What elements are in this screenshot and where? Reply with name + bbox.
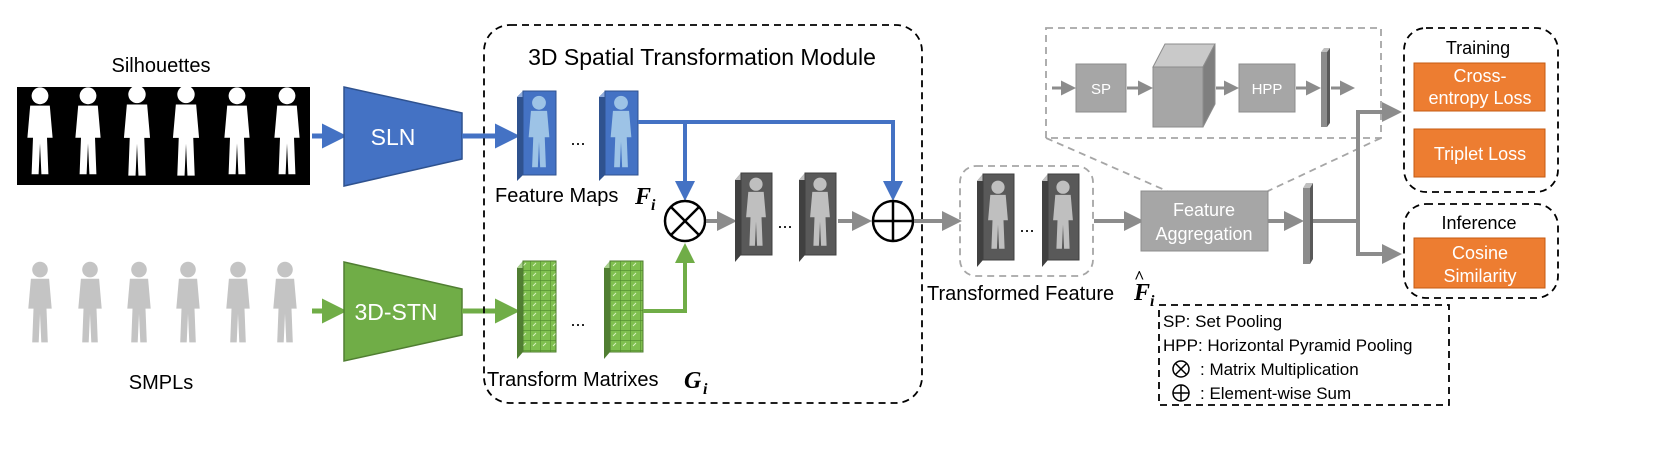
transformed-subscript: i — [1150, 293, 1155, 310]
matmul-operator — [663, 199, 707, 243]
feature-maps-subscript: i — [651, 197, 656, 214]
arrow-features-to-sum — [638, 120, 903, 201]
sp-box — [1075, 63, 1127, 113]
transformed-map-2 — [1042, 173, 1080, 267]
cosine-line1: Cosine — [1452, 243, 1508, 263]
zoom-line-left — [1045, 137, 1168, 192]
crossentropy-line1: Cross- — [1454, 66, 1507, 86]
transformed-ellipsis: ... — [1019, 216, 1034, 236]
transformed-hat: ^ — [1134, 267, 1144, 287]
transform-ellipsis: ... — [570, 310, 585, 330]
aggregation-label-line2: Aggregation — [1155, 224, 1252, 244]
transform-matrix-1 — [517, 260, 557, 359]
feature-maps-ellipsis: ... — [570, 129, 585, 149]
transform-symbol: G — [684, 368, 702, 394]
zoom-line-right — [1267, 137, 1382, 192]
feature-maps-symbol: F — [634, 184, 651, 210]
sp-label: SP — [1091, 81, 1111, 98]
crossentropy-loss-box — [1413, 62, 1546, 112]
feature-maps-label: Feature Maps — [495, 185, 618, 207]
aggregation-box — [1140, 190, 1269, 252]
arrow-branch-to-training — [1356, 102, 1402, 221]
legend-sum-icon — [1172, 384, 1190, 402]
aggregation-detail-border — [1045, 27, 1382, 139]
aggregation-label-line1: Feature — [1173, 200, 1235, 220]
sln-trapezoid — [343, 86, 463, 187]
triplet-loss-box — [1413, 128, 1546, 178]
stn-label: 3D-STN — [354, 299, 437, 325]
transformed-label: Transformed Feature — [927, 283, 1114, 305]
inference-title: Inference — [1441, 213, 1516, 233]
silhouettes-strip — [17, 87, 310, 185]
gray-map-1 — [735, 172, 773, 262]
transform-subscript: i — [703, 381, 708, 398]
smpl-figures — [28, 261, 297, 343]
transformed-group-border — [959, 165, 1094, 277]
training-title: Training — [1446, 38, 1510, 58]
cosine-line2: Similarity — [1443, 266, 1516, 286]
gray-maps-ellipsis: ... — [777, 212, 792, 232]
legend-border — [1158, 304, 1450, 406]
hpp-label: HPP — [1252, 81, 1283, 98]
legend-hpp: HPP: Horizontal Pyramid Pooling — [1163, 336, 1412, 355]
transformed-symbol: F — [1133, 280, 1150, 306]
sum-operator — [871, 199, 915, 243]
transformed-map-1 — [977, 173, 1015, 267]
module-title: 3D Spatial Transformation Module — [528, 44, 876, 70]
smpls-label: SMPLs — [129, 372, 193, 394]
crossentropy-line2: entropy Loss — [1428, 88, 1531, 108]
stn-trapezoid — [343, 261, 463, 362]
module-border — [483, 24, 923, 404]
sln-label: SLN — [371, 124, 416, 150]
legend-matmul: : Matrix Multiplication — [1200, 360, 1359, 379]
triplet-loss-label: Triplet Loss — [1434, 144, 1526, 164]
legend-sp: SP: Set Pooling — [1163, 312, 1282, 331]
gray-map-2 — [799, 172, 837, 262]
feature-map-1 — [517, 90, 557, 181]
feature-map-2 — [599, 90, 639, 181]
output-vector — [1303, 183, 1313, 264]
arrow-matrices-to-matmul — [643, 243, 695, 313]
cosine-similarity-box — [1413, 237, 1546, 289]
hpp-box — [1238, 63, 1296, 113]
arrow-branch-to-inference — [1356, 221, 1402, 264]
silhouettes-label: Silhouettes — [112, 55, 211, 77]
inference-border — [1403, 203, 1559, 299]
feature-cube — [1152, 43, 1216, 128]
transform-label: Transform Matrixes — [487, 369, 659, 391]
legend-matmul-icon — [1172, 360, 1190, 378]
transform-matrix-2 — [604, 260, 644, 359]
training-border — [1403, 27, 1559, 193]
legend-sum: : Element-wise Sum — [1200, 384, 1351, 403]
detail-vector — [1321, 48, 1330, 127]
